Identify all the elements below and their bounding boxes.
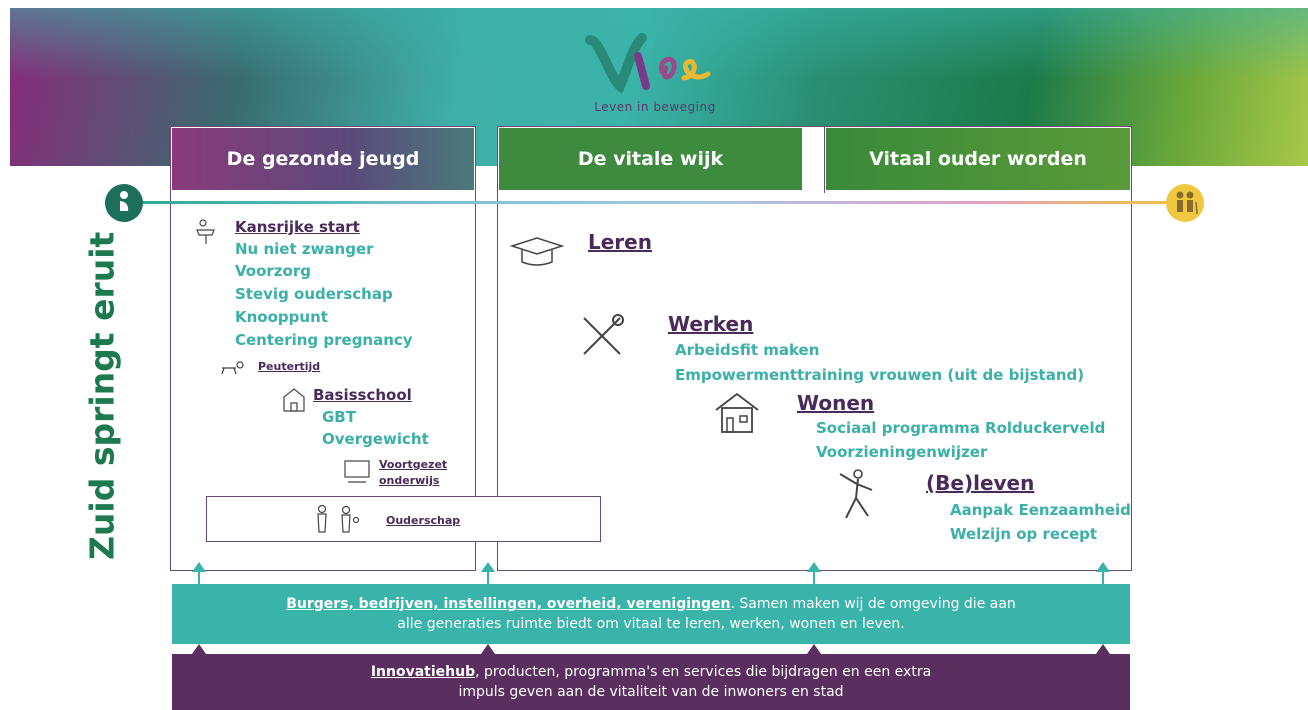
column-header-ouder: Vitaal ouder worden xyxy=(826,128,1130,190)
innovatiehub-band: Innovatiehub, producten, programma's en … xyxy=(172,654,1130,710)
column-header-wijk: De vitale wijk xyxy=(499,128,802,190)
kansrijke-item: Knooppunt xyxy=(235,308,328,326)
basisschool-item: GBT xyxy=(322,408,356,426)
partners-line2: alle generaties ruimte biedt om vitaal t… xyxy=(397,616,905,632)
arrow-stem xyxy=(1102,570,1104,584)
arrow-stem xyxy=(198,570,200,584)
up-arrow xyxy=(807,644,821,654)
wonen-title: Wonen xyxy=(797,391,875,415)
baby-scale-icon xyxy=(196,219,215,244)
werken-title: Werken xyxy=(668,312,754,336)
kansrijke-start-title: Kansrijke start xyxy=(235,218,360,236)
partners-lead: Burgers, bedrijven, instellingen, overhe… xyxy=(286,596,731,612)
partners-band: Burgers, bedrijven, instellingen, overhe… xyxy=(172,584,1130,644)
house-icon xyxy=(715,392,759,433)
ouderschap-box xyxy=(206,496,601,542)
beleven-title: (Be)leven xyxy=(926,471,1035,495)
life-timeline xyxy=(125,201,1180,204)
pregnant-person-icon xyxy=(105,184,143,222)
up-arrow xyxy=(1096,562,1110,572)
yoga-person-icon xyxy=(839,469,873,519)
panel-vitale-wijk xyxy=(497,126,1132,571)
kansrijke-item: Stevig ouderschap xyxy=(235,285,393,303)
wonen-item: Sociaal programma Rolduckerveld xyxy=(816,419,1106,437)
column-header-jeugd: De gezonde jeugd xyxy=(172,128,474,190)
innovatiehub-line2: impuls geven aan de vitaliteit van de in… xyxy=(458,684,844,700)
crawling-baby-icon xyxy=(221,361,244,375)
classroom-board-icon xyxy=(344,460,370,483)
voortgezet-line1: Voortgezet xyxy=(379,458,448,471)
voortgezet-line2: onderwijs xyxy=(379,474,440,487)
up-arrow xyxy=(807,562,821,572)
werken-item: Arbeidsfit maken xyxy=(675,341,820,359)
partners-line1: Burgers, bedrijven, instellingen, overhe… xyxy=(286,594,1016,614)
kansrijke-item: Centering pregnancy xyxy=(235,331,413,349)
wonen-item: Voorzieningenwijzer xyxy=(816,443,988,461)
up-arrow xyxy=(192,562,206,572)
beleven-item: Aanpak Eenzaamheid xyxy=(950,501,1131,519)
tools-icon xyxy=(583,314,624,355)
vio-logo xyxy=(585,33,711,94)
arrow-stem xyxy=(813,570,815,584)
innovatiehub-rest: , producten, programma's en services die… xyxy=(475,664,932,680)
kansrijke-item: Voorzorg xyxy=(235,262,311,280)
up-arrow xyxy=(481,644,495,654)
school-building-icon xyxy=(283,388,305,412)
up-arrow xyxy=(192,644,206,654)
arrow-stem xyxy=(487,570,489,584)
innovatiehub-lead: Innovatiehub xyxy=(370,664,476,680)
peutertijd-title: Peutertijd xyxy=(258,360,321,373)
innovatiehub-line1: Innovatiehub, producten, programma's en … xyxy=(371,662,931,682)
partners-rest: . Samen maken wij de omgeving die aan xyxy=(730,596,1016,612)
kansrijke-item: Nu niet zwanger xyxy=(235,240,374,258)
logo-tagline: Leven in beweging xyxy=(594,100,716,114)
beleven-item: Welzijn op recept xyxy=(950,525,1098,543)
leren-title: Leren xyxy=(588,230,652,254)
up-arrow xyxy=(1096,644,1110,654)
ouderschap-title: Ouderschap xyxy=(386,514,461,527)
basisschool-item: Overgewicht xyxy=(322,430,429,448)
graduation-cap-icon xyxy=(509,237,565,266)
side-title: Zuid springt eruit xyxy=(82,231,122,560)
up-arrow xyxy=(481,562,495,572)
basisschool-title: Basisschool xyxy=(313,386,412,404)
werken-item: Empowermenttraining vrouwen (uit de bijs… xyxy=(675,366,1085,384)
elderly-couple-icon xyxy=(1166,184,1204,222)
parent-child-icon xyxy=(317,504,360,533)
